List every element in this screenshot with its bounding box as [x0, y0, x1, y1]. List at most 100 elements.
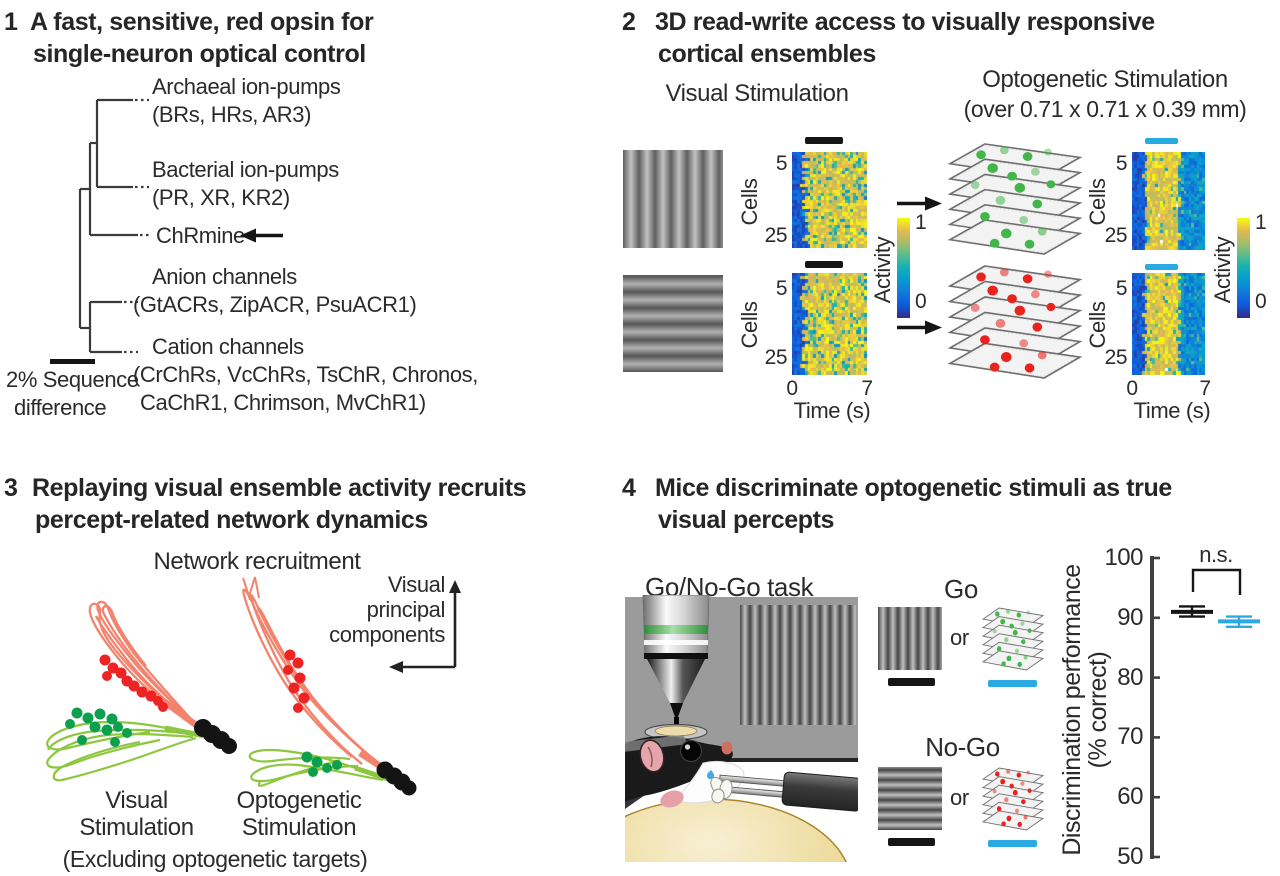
performance-ylabel-line1: Discrimination performance	[1058, 564, 1086, 856]
tree-leaf-chrmine: ChRmine	[156, 223, 245, 248]
time-tick-7: 7	[861, 377, 873, 400]
activity-colorbar-label: Activity	[870, 236, 895, 304]
visual-stim-bar-top	[805, 137, 843, 144]
cells-tick-25: 25	[1104, 224, 1128, 247]
visual-red-dots	[99, 654, 168, 712]
mouse	[625, 735, 745, 808]
screen-grating	[740, 605, 856, 725]
optogenetic-stimulation-label: Optogenetic Stimulation	[982, 66, 1228, 93]
time-tick-7: 7	[1199, 377, 1211, 400]
cells-axis-label: Cells	[1085, 178, 1110, 226]
tree-leaf-bacterial: Bacterial ion-pumps	[152, 157, 339, 182]
trajectory-plots	[46, 576, 417, 796]
panel2-title-line2: cortical ensembles	[658, 40, 876, 68]
tree-leaf-cation: Cation channels	[152, 334, 304, 359]
panel-1-opsin: 1 A fast, sensitive, red opsin for singl…	[0, 0, 620, 450]
panel-4-behavior: 4 Mice discriminate optogenetic stimuli …	[620, 460, 1280, 876]
visual-salmon-trajectories	[88, 600, 209, 736]
visual-stim-bar-bottom	[805, 261, 843, 268]
panel3-title-line1: Replaying visual ensemble activity recru…	[32, 474, 527, 502]
objective-green-ring	[644, 625, 708, 634]
green-ensemble-stack	[950, 144, 1080, 254]
visual-stimulation-traj-label: Visual Stimulation	[74, 787, 199, 841]
mouse-nose	[721, 741, 733, 755]
opto-start-blob	[376, 761, 417, 796]
heatmap-visual-vertical	[792, 152, 867, 248]
opto-green-dots	[301, 751, 342, 777]
activity-colorbar-label: Activity	[1210, 236, 1235, 304]
tongue-petals	[710, 776, 733, 804]
performance-chart	[1150, 556, 1260, 859]
pc-axes-arrows-icon	[389, 580, 461, 673]
heatmap-opto-red	[1132, 273, 1205, 375]
or-label: or	[950, 625, 969, 650]
cells-tick-25: 25	[764, 346, 788, 369]
pc-axis-labels: Visual principal components	[300, 572, 445, 647]
activity-colorbar	[897, 218, 910, 318]
flow-arrow-top-icon	[897, 196, 942, 211]
cells-tick-5: 5	[775, 277, 788, 300]
panel4-title-line1: Mice discriminate optogenetic stimuli as…	[655, 474, 1172, 502]
heatmap-visual-horizontal	[792, 273, 867, 375]
panel-2-readwrite: 2 3D read-write access to visually respo…	[620, 0, 1280, 450]
opto-traj-label-line2: Stimulation	[241, 814, 357, 841]
running-ball	[625, 798, 847, 862]
performance-ytick-50: 50	[1117, 843, 1143, 870]
tree-leaf-anion-detail: (GtACRs, ZipACR, PsuACR1)	[133, 292, 417, 317]
phylogenetic-tree	[50, 98, 152, 364]
panel4-number: 4	[622, 474, 636, 502]
tree-leaf-archaeal-detail: (BRs, HRs, AR3)	[152, 102, 312, 127]
colorbar-max: 1	[915, 211, 927, 234]
cells-tick-5: 5	[1115, 152, 1128, 175]
optogenetic-volume-label: (over 0.71 x 0.71 x 0.39 mm)	[963, 96, 1247, 122]
go-opto-stim-bar	[988, 680, 1037, 687]
water-droplet-icon	[707, 770, 715, 780]
nogo-visual-stim-bar	[888, 838, 935, 846]
panel1-title-line1: A fast, sensitive, red opsin for	[30, 8, 374, 36]
nogo-label: No-Go	[925, 732, 1000, 762]
chrmine-arrow-icon	[240, 228, 283, 243]
cells-axis-label: Cells	[737, 301, 762, 349]
horizontal-grating-stimulus	[623, 275, 723, 372]
cells-tick-5: 5	[775, 152, 788, 175]
or-label: or	[950, 785, 969, 810]
go-label: Go	[944, 574, 978, 604]
tree-leaf-archaeal: Archaeal ion-pumps	[152, 74, 341, 99]
heatmap-opto-green	[1132, 152, 1205, 250]
time-tick-0: 0	[1126, 377, 1138, 400]
go-visual-stim-bar	[888, 678, 935, 686]
network-recruitment-label: Network recruitment	[153, 548, 361, 575]
pc-axis-line3: components	[329, 622, 445, 647]
microscope-objective	[642, 595, 710, 725]
panel-3-replay: 3 Replaying visual ensemble activity rec…	[0, 460, 620, 876]
scale-bar-label2: difference	[14, 395, 107, 420]
experiment-scene	[625, 595, 858, 862]
lick-spout	[719, 771, 858, 812]
tree-leaf-anion: Anion channels	[152, 264, 297, 289]
colorbar-min: 0	[915, 290, 927, 313]
scale-bar-label1: 2% Sequence	[6, 367, 139, 392]
performance-ytick-80: 80	[1117, 663, 1143, 691]
visual-stimulation-label: Visual Stimulation	[665, 80, 849, 107]
nogo-opto-stim-bar	[988, 840, 1037, 847]
visual-start-blob	[194, 719, 237, 754]
flow-arrow-bottom-icon	[897, 320, 942, 335]
nogo-opto-stack	[983, 768, 1043, 830]
tree-leaf-bacterial-detail: (PR, XR, KR2)	[152, 185, 290, 210]
opto-stim-bar-top	[1145, 138, 1178, 144]
scale-bar	[50, 359, 95, 364]
mouse-paw	[660, 790, 684, 808]
cells-tick-25: 25	[764, 224, 788, 247]
panel2-title-line1: 3D read-write access to visually respons…	[655, 8, 1155, 36]
panel2-number: 2	[622, 8, 636, 36]
nogo-grating	[878, 767, 942, 830]
tree-leaf-cation-detail: (CrChRs, VcChRs, TsChR, Chronos,	[133, 362, 478, 387]
go-opto-stack	[983, 608, 1043, 670]
panel1-number: 1	[4, 8, 18, 36]
panel3-number: 3	[4, 474, 18, 502]
time-axis-label: Time (s)	[1133, 398, 1211, 423]
opto-red-dots	[283, 649, 310, 713]
performance-ytick-100: 100	[1104, 544, 1143, 571]
go-grating	[878, 607, 942, 670]
